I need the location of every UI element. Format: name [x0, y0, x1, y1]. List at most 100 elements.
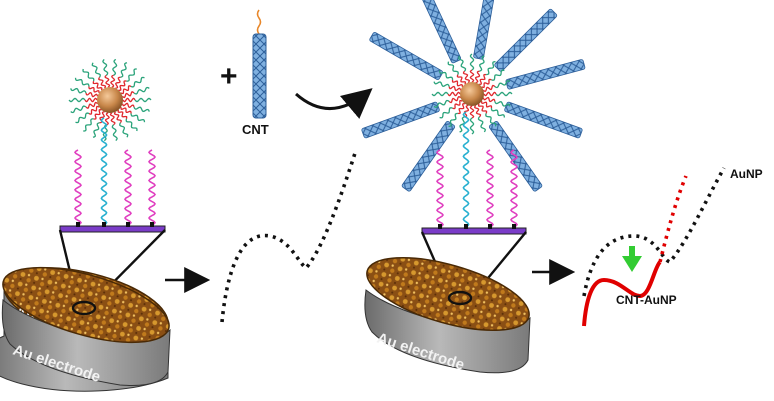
green-ligand — [102, 58, 109, 76]
green-ligand — [448, 112, 458, 128]
red-ligand — [474, 70, 481, 84]
plus-sign: + — [220, 60, 238, 93]
green-ligand — [70, 87, 87, 94]
red-ligand — [85, 101, 98, 109]
green-ligand — [74, 77, 90, 87]
red-ligand — [122, 97, 136, 103]
green-ligand — [477, 116, 487, 133]
down-arrow-icon — [622, 246, 642, 272]
green-ligand — [120, 62, 128, 78]
green-ligand — [490, 108, 506, 118]
red-ligand — [483, 91, 497, 97]
magenta-dna-strand — [486, 149, 494, 228]
cnt-tube — [361, 101, 440, 139]
red-ligand — [117, 109, 128, 120]
cnt-tube — [401, 121, 456, 192]
green-ligand — [112, 58, 118, 76]
cnt-icon — [252, 9, 267, 119]
red-ligand — [452, 99, 463, 110]
magenta-dna-strand — [147, 149, 157, 226]
anchor-tick — [150, 222, 154, 227]
red-ligand — [473, 105, 482, 118]
green-ligand — [133, 86, 150, 95]
left-dna-strands — [73, 117, 157, 226]
green-ligand — [459, 116, 466, 133]
red-ligand — [113, 111, 122, 124]
right-au-electrode: Au electrode — [364, 257, 531, 374]
red-ligand — [479, 73, 487, 86]
red-ligand — [98, 76, 107, 89]
green-ligand — [125, 118, 138, 132]
green-ligand — [68, 97, 86, 103]
green-ligand — [75, 112, 90, 124]
green-ligand — [133, 106, 150, 113]
green-ligand — [134, 97, 152, 103]
green-ligand — [478, 55, 485, 72]
gold-nanoparticle-left — [97, 87, 123, 113]
red-ligand — [456, 74, 467, 85]
red-ligand — [483, 84, 496, 93]
red-ligand — [457, 102, 465, 115]
green-ligand — [438, 70, 454, 80]
green-ligand — [433, 99, 450, 109]
cyan-dna-strand — [462, 111, 470, 228]
cnt-tube — [418, 0, 462, 64]
cnt-aunp-label: CNT-AuNP — [616, 293, 677, 307]
green-ligand — [431, 91, 449, 97]
right-surface-layer — [421, 224, 527, 235]
anchor-tick — [464, 224, 468, 229]
cnt-aunp-curve — [582, 260, 662, 327]
red-ligand — [463, 104, 470, 118]
red-ligand — [120, 106, 132, 114]
red-ligand — [481, 78, 492, 89]
red-ligand — [85, 91, 99, 98]
red-ligand — [88, 86, 100, 94]
right-nanoparticle — [431, 53, 513, 135]
red-ligand — [122, 91, 135, 99]
right-ligand-shell — [431, 53, 513, 135]
red-ligand — [93, 109, 102, 120]
cnt-aunp-curve-dotted — [658, 175, 688, 263]
anchor-tick — [438, 224, 442, 229]
red-ligand — [469, 105, 475, 119]
voltammogram-curve-left — [220, 149, 358, 323]
anchor-tick — [76, 222, 80, 227]
red-ligand — [469, 69, 475, 83]
green-ligand — [433, 81, 450, 88]
green-ligand — [494, 79, 511, 89]
red-ligand — [118, 80, 127, 91]
green-ligand — [130, 113, 146, 123]
cnt-tube — [473, 0, 498, 60]
green-ligand — [469, 117, 475, 135]
cnt-label: CNT — [242, 122, 269, 137]
left-electrode-body: Au electrode — [1, 266, 171, 386]
green-ligand — [491, 69, 505, 81]
magenta-dna-strand — [73, 149, 83, 226]
red-ligand — [110, 74, 116, 88]
red-ligand — [462, 70, 471, 83]
red-ligand — [448, 85, 462, 92]
green-ligand — [92, 122, 100, 138]
red-ligand — [477, 103, 488, 114]
red-ligand — [480, 101, 493, 109]
green-ligand — [82, 68, 95, 82]
anchor-tick — [488, 224, 492, 229]
gold-nanoparticle-right — [460, 82, 484, 106]
magenta-dna-strand — [510, 149, 518, 228]
red-ligand — [448, 95, 461, 104]
green-ligand — [469, 53, 475, 71]
green-ligand — [486, 60, 496, 76]
curved-arrow-icon — [295, 88, 373, 119]
magenta-dna-strand — [436, 149, 444, 228]
left-surface-layer — [59, 222, 166, 233]
cnt-tube — [369, 32, 443, 80]
left-nanoparticle — [68, 58, 152, 142]
green-ligand — [91, 62, 101, 78]
green-ligand — [485, 113, 497, 127]
red-ligand — [84, 97, 98, 103]
anchor-tick — [102, 222, 106, 227]
right-dna-strands — [436, 111, 518, 228]
red-ligand — [109, 112, 116, 126]
